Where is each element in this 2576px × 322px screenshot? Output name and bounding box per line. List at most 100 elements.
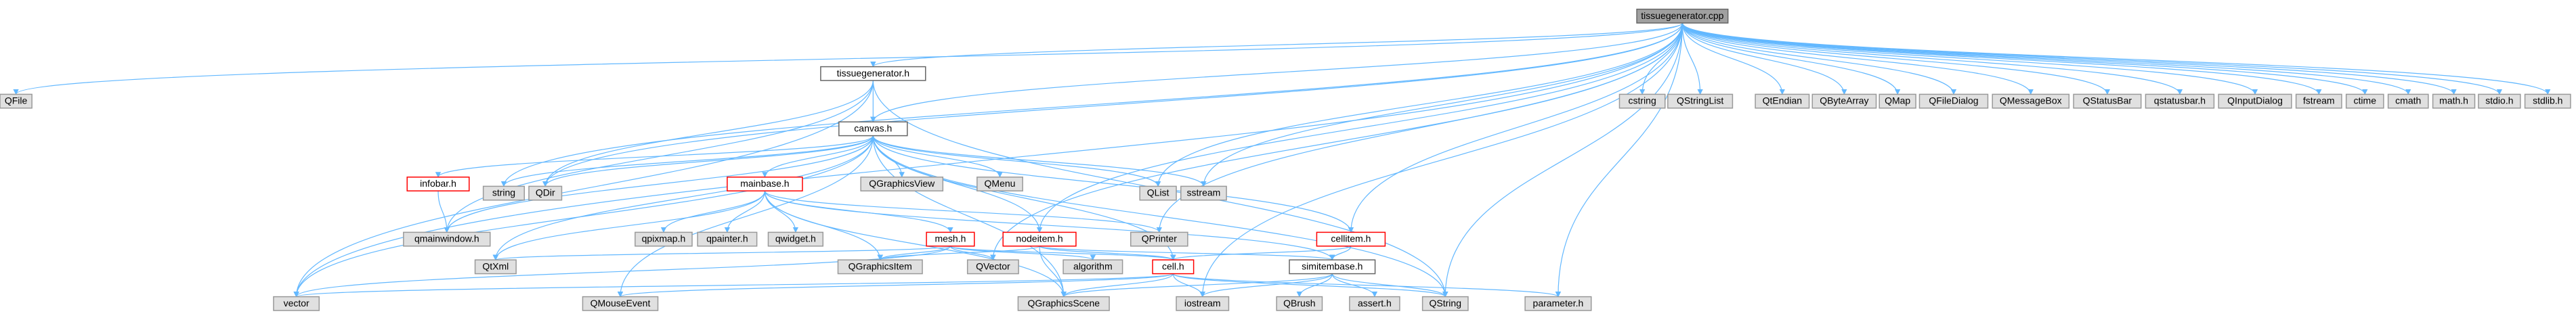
- node-nodeitem-h[interactable]: nodeitem.h: [1002, 231, 1077, 247]
- node-qgraphicsscene[interactable]: QGraphicsScene: [1017, 296, 1110, 311]
- node-label-qgraphicsview: QGraphicsView: [869, 178, 935, 189]
- node-cmath[interactable]: cmath: [2387, 93, 2429, 109]
- edge-nodeitem-h-to-qgraphicsitem: [877, 246, 1040, 261]
- node-qgraphicsview[interactable]: QGraphicsView: [860, 177, 944, 191]
- node-qtendian[interactable]: QtEndian: [1755, 93, 1810, 109]
- node-box-vector: [273, 296, 320, 311]
- node-stdlib-h[interactable]: stdlib.h: [2524, 93, 2571, 109]
- node-cstring[interactable]: cstring: [1618, 93, 1666, 109]
- node-box-qbytearray: [1811, 93, 1877, 109]
- edge-mainbase-h-to-qtxml: [492, 191, 766, 261]
- node-qbrush[interactable]: QBrush: [1276, 296, 1323, 311]
- node-canvas-h[interactable]: canvas.h: [838, 121, 908, 137]
- node-tissuegenerator-h[interactable]: tissuegenerator.h: [820, 66, 926, 81]
- node-algorithm[interactable]: algorithm: [1062, 259, 1123, 275]
- node-qmenu[interactable]: QMenu: [976, 177, 1023, 191]
- node-qstatusbar[interactable]: QStatusBar: [2073, 93, 2142, 109]
- node-label-nodeitem-h: nodeitem.h: [1016, 233, 1062, 244]
- edge-tissuegenerator-cpp-to-tissuegenerator-h: [870, 22, 1683, 68]
- node-vector[interactable]: vector: [273, 296, 320, 311]
- node-qfile[interactable]: QFile: [0, 93, 33, 109]
- node-qtxml[interactable]: QtXml: [474, 259, 517, 275]
- node-qprinter[interactable]: QPrinter: [1130, 231, 1188, 247]
- node-simitembase-h[interactable]: simitembase.h: [1289, 259, 1376, 275]
- node-qmessagebox[interactable]: QMessageBox: [1992, 93, 2070, 109]
- edge-tissuegenerator-h-to-qdir: [542, 80, 874, 187]
- node-sstream[interactable]: sstream: [1180, 185, 1227, 201]
- edge-tissuegenerator-cpp-to-iostream: [1199, 22, 1683, 298]
- edge-tissuegenerator-cpp-to-parameter-h: [1555, 22, 1683, 298]
- edge-infobar-h-to-qmainwindow-h: [437, 191, 450, 233]
- node-label-qprinter: QPrinter: [1142, 233, 1177, 244]
- node-box-qlist: [1139, 185, 1177, 201]
- node-box-qdir: [528, 185, 563, 201]
- node-box-qstatusbar: [2073, 93, 2142, 109]
- node-tissuegenerator-cpp[interactable]: tissuegenerator.cpp: [1636, 8, 1729, 24]
- edge-mesh-h-to-qtxml: [493, 246, 951, 261]
- node-qstringlist[interactable]: QStringList: [1667, 93, 1734, 109]
- edge-cell-h-to-qgraphicsscene: [1060, 273, 1174, 298]
- node-qstatusbar-h[interactable]: qstatusbar.h: [2145, 93, 2215, 109]
- edge-simitembase-h-to-qgraphicsscene: [1060, 273, 1333, 298]
- node-stdio-h[interactable]: stdio.h: [2478, 93, 2521, 109]
- node-label-qbytearray: QByteArray: [1820, 95, 1868, 106]
- node-qmap[interactable]: QMap: [1879, 93, 1916, 109]
- node-fstream[interactable]: fstream: [2295, 93, 2342, 109]
- node-qstring[interactable]: QString: [1421, 296, 1469, 311]
- node-qpixmap-h[interactable]: qpixmap.h: [635, 231, 693, 247]
- node-box-parameter-h: [1524, 296, 1592, 311]
- node-cellitem-h[interactable]: cellitem.h: [1316, 231, 1386, 247]
- node-qlist[interactable]: QList: [1139, 185, 1177, 201]
- node-label-cmath: cmath: [2395, 95, 2421, 106]
- edge-simitembase-h-to-qstring: [1331, 273, 1448, 298]
- node-box-qgraphicsscene: [1017, 296, 1110, 311]
- node-assert-h[interactable]: assert.h: [1349, 296, 1400, 311]
- edge-tissuegenerator-cpp-to-qbytearray: [1681, 22, 1847, 95]
- node-label-qtendian: QtEndian: [1763, 95, 1802, 106]
- node-box-qstringlist: [1667, 93, 1734, 109]
- edge-canvas-h-to-sstream: [872, 135, 1207, 187]
- node-string[interactable]: string: [482, 185, 525, 201]
- node-cell-h[interactable]: cell.h: [1152, 259, 1195, 275]
- node-qdir[interactable]: QDir: [528, 185, 563, 201]
- node-parameter-h[interactable]: parameter.h: [1524, 296, 1592, 311]
- node-label-tissuegenerator-h: tissuegenerator.h: [837, 68, 909, 78]
- edge-cell-h-to-parameter-h: [1172, 273, 1561, 298]
- node-qinputdialog[interactable]: QInputDialog: [2218, 93, 2292, 109]
- node-iostream[interactable]: iostream: [1176, 296, 1230, 311]
- node-label-qvector: QVector: [976, 260, 1010, 271]
- node-box-fstream: [2295, 93, 2342, 109]
- node-math-h[interactable]: math.h: [2432, 93, 2476, 109]
- node-box-mesh-h: [926, 231, 975, 247]
- node-box-infobar-h: [406, 177, 470, 191]
- node-qmouseevent[interactable]: QMouseEvent: [582, 296, 659, 311]
- node-label-mesh-h: mesh.h: [935, 233, 966, 244]
- edge-tissuegenerator-cpp-to-fstream: [1681, 22, 2322, 95]
- node-label-qstatusbar: QStatusBar: [2083, 95, 2132, 106]
- node-qfiledialog[interactable]: QFileDialog: [1918, 93, 1989, 109]
- edge-tissuegenerator-cpp-to-qvector: [990, 22, 1683, 261]
- node-qwidget-h[interactable]: qwidget.h: [767, 231, 824, 247]
- node-label-qgraphicsscene: QGraphicsScene: [1027, 298, 1100, 308]
- node-qvector[interactable]: QVector: [966, 259, 1019, 275]
- node-qmainwindow-h[interactable]: qmainwindow.h: [403, 231, 491, 247]
- node-ctime[interactable]: ctime: [2345, 93, 2384, 109]
- edge-nodeitem-h-to-simitembase-h: [1039, 246, 1335, 261]
- node-box-stdlib-h: [2524, 93, 2571, 109]
- node-qgraphicsitem[interactable]: QGraphicsItem: [837, 259, 923, 275]
- node-infobar-h[interactable]: infobar.h: [406, 177, 470, 191]
- node-mesh-h[interactable]: mesh.h: [926, 231, 975, 247]
- node-mainbase-h[interactable]: mainbase.h: [727, 177, 803, 191]
- node-qpainter-h[interactable]: qpainter.h: [697, 231, 758, 247]
- node-box-qfiledialog: [1918, 93, 1989, 109]
- edge-cell-h-to-vector: [294, 273, 1174, 298]
- edge-tissuegenerator-cpp-to-qmessagebox: [1681, 22, 2034, 95]
- edge-canvas-h-to-qmainwindow-h: [444, 135, 874, 233]
- node-label-qwidget-h: qwidget.h: [775, 233, 816, 244]
- node-qbytearray[interactable]: QByteArray: [1811, 93, 1877, 109]
- edge-tissuegenerator-cpp-to-qinputdialog: [1681, 22, 2258, 95]
- node-box-cstring: [1618, 93, 1666, 109]
- node-label-qmessagebox: QMessageBox: [2000, 95, 2062, 106]
